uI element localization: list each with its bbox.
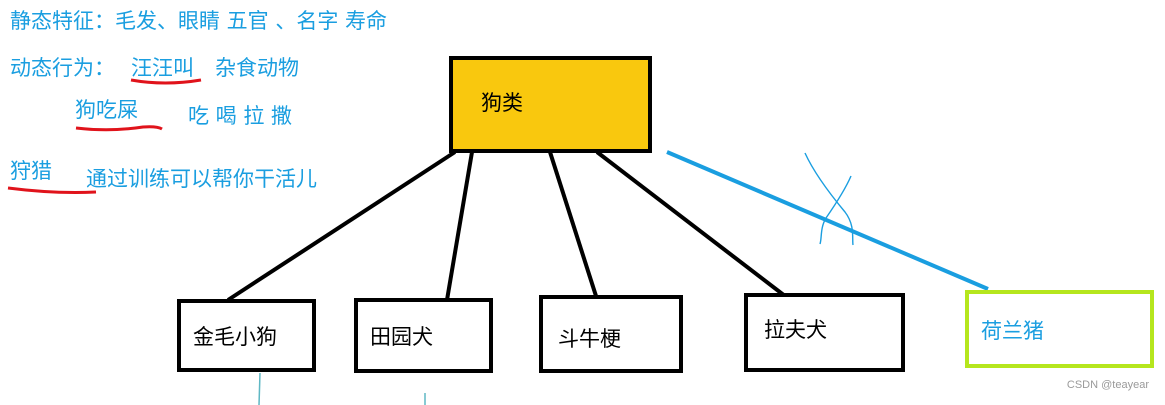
underline-hunting [7,186,97,194]
child-box-golden-retriever: 金毛小狗 [177,299,316,372]
stray-line-left [258,372,261,405]
static-features-text: 静态特征：毛发、眼睛 五官 、名字 寿命 [10,9,388,33]
cross-mark [804,152,854,246]
link-parent-to-rough-collie [595,150,787,298]
child-label-golden-retriever: 金毛小狗 [193,324,277,349]
child-label-bull-terrier: 斗牛梗 [558,327,621,351]
child-label-rough-collie: 拉夫犬 [764,317,827,342]
non-member-box-guinea-pig: 荷兰猪 [965,290,1154,368]
omnivore-text: 杂食动物 [215,56,299,80]
watermark: CSDN @teayear [1066,379,1149,391]
link-parent-to-guinea-pig [666,150,989,291]
link-parent-to-golden-retriever [226,150,457,302]
training-text: 通过训练可以帮你干活儿 [86,167,317,191]
cross-mark-stroke-2 [819,175,852,245]
hunting-text: 狩猎 [10,159,52,183]
child-box-bull-terrier: 斗牛梗 [539,295,683,373]
link-parent-to-rural-dog [445,151,474,301]
child-box-rural-dog: 田园犬 [354,298,493,373]
parent-class-label: 狗类 [481,90,523,115]
eat-poop-text: 狗吃屎 [75,98,138,122]
dynamic-behavior-label: 动态行为： [10,56,115,80]
bark-text: 汪汪叫 [131,56,194,80]
child-label-rural-dog: 田园犬 [370,324,433,349]
eat-drink-text: 吃 喝 拉 撒 [188,104,293,128]
link-parent-to-bull-terrier [548,151,598,297]
child-box-rough-collie: 拉夫犬 [744,293,905,372]
non-member-label-guinea-pig: 荷兰猪 [981,319,1044,343]
parent-class-box: 狗类 [449,56,652,153]
underline-eat-poop [75,125,163,132]
underline-bark [130,78,202,85]
